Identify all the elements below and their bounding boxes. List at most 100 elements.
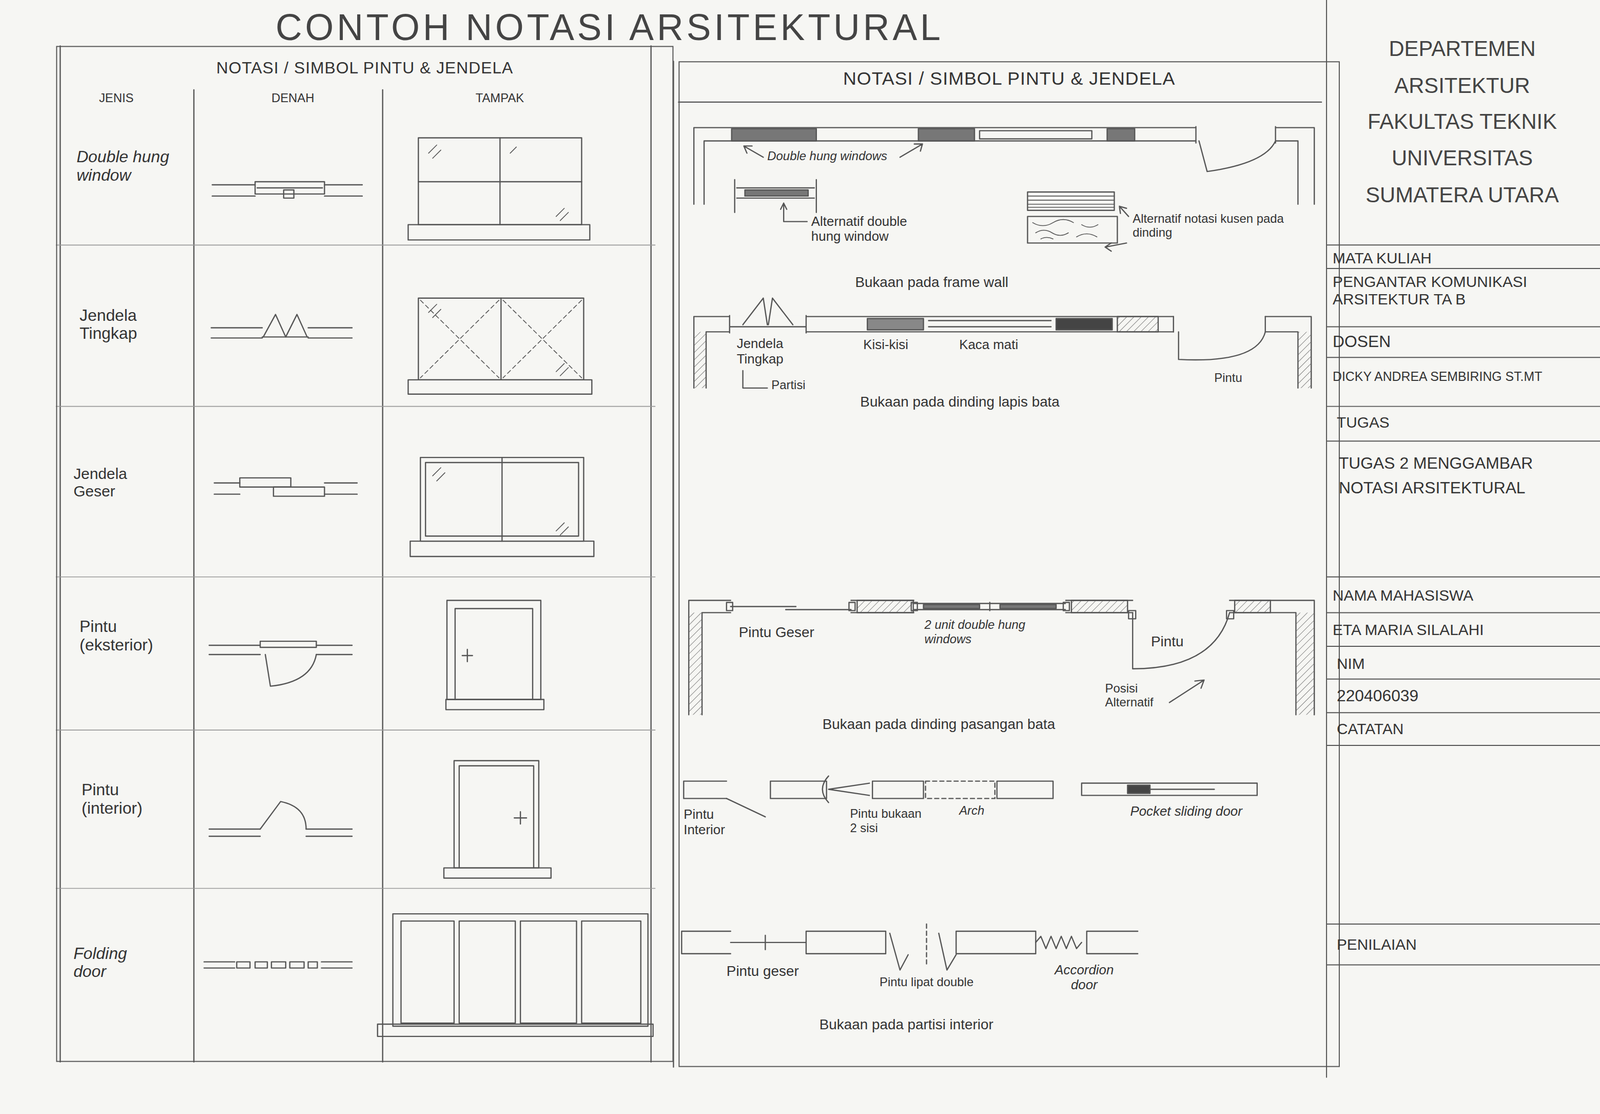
interior-partition-doors-part — [1035, 935, 1082, 949]
plan-symbols-part — [257, 187, 323, 189]
frame-wall-section-part — [1027, 216, 1118, 244]
interior-partition-openings-part — [1149, 788, 1215, 790]
plan-symbols-part — [265, 654, 317, 687]
title-block-field: DOSEN — [1332, 332, 1391, 352]
symbol-label: Partisi — [771, 378, 806, 393]
plan-symbols-part — [260, 640, 317, 648]
type-name: Pintu (interior) — [81, 781, 174, 819]
brick-masonry-wall-section-part — [923, 603, 980, 609]
elevation-symbols-part — [459, 920, 516, 1023]
symbol-label: Pintu lipat double — [879, 975, 974, 990]
title-block-value: TUGAS 2 MENGGAMBAR NOTASI ARSITEKTURAL — [1338, 451, 1594, 500]
type-name: Jendela Tingkap — [79, 306, 162, 344]
plan-symbols-part — [271, 961, 286, 968]
elevation-symbols-part — [418, 298, 584, 380]
frame-wall-section-part — [734, 179, 817, 213]
plan-symbols — [204, 181, 363, 968]
frame-wall-section-part — [1027, 191, 1115, 211]
brick-masonry-wall-section-part — [1234, 600, 1271, 613]
brick-masonry-wall-section-part — [726, 602, 733, 611]
elevation-symbols-part — [446, 600, 541, 700]
sheet-grid-part — [673, 61, 1322, 1067]
plan-symbols-part — [209, 645, 353, 655]
plan-symbols-part — [289, 961, 305, 968]
frame-wall-section-part — [1027, 196, 1115, 208]
brick-layer-wall-section-part — [743, 370, 768, 388]
elevation-symbols-part — [432, 467, 569, 535]
interior-partition-openings-part — [1081, 783, 1258, 796]
sheet-grid-part — [55, 244, 655, 888]
type-name: Pintu (eksterior) — [79, 617, 172, 655]
title-block-field: NAMA MAHASISWA — [1332, 586, 1474, 604]
plan-symbols-part — [283, 189, 295, 199]
elevation-symbols-part — [418, 138, 582, 225]
interior-partition-openings-part — [683, 781, 727, 799]
brick-masonry-wall-section-part — [1071, 600, 1128, 613]
sheet-grid-part — [1326, 0, 1600, 1077]
elevation-symbols-part — [410, 540, 594, 557]
frame-wall-section-part — [745, 189, 809, 197]
brick-layer-wall-section-part — [1297, 331, 1312, 388]
brick-masonry-wall-section-part — [911, 602, 918, 611]
interior-partition-openings-part — [1127, 785, 1150, 794]
interior-partition-doors-part — [925, 923, 927, 965]
symbol-label: Double hung windows — [767, 149, 887, 164]
symbol-label: Pintu — [1150, 632, 1184, 650]
interior-partition-doors-part — [681, 930, 807, 954]
elevation-symbols-part — [462, 649, 473, 662]
symbol-label: 2 unit double hung windows — [924, 618, 1038, 647]
title-block-value: 220406039 — [1336, 687, 1419, 707]
brick-masonry-wall-section — [688, 599, 1315, 715]
institution-name: DEPARTEMEN ARSITEKTUR FAKULTAS TEKNIK UN… — [1344, 30, 1580, 213]
left-notation-panel: NOTASI / SIMBOL PINTU & JENDELA — [55, 46, 674, 1062]
interior-partition-openings-part — [822, 775, 870, 803]
panel-heading: NOTASI / SIMBOL PINTU & JENDELA — [679, 68, 1339, 90]
brick-layer-wall-section-part — [1173, 316, 1266, 360]
symbol-label: Arch — [959, 804, 985, 818]
title-block-field: PENILAIAN — [1336, 934, 1417, 953]
interior-partition-openings-part — [925, 781, 995, 799]
sheet-grid-part — [60, 46, 651, 1062]
symbol-label: Posisi Alternatif — [1105, 681, 1182, 711]
elevation-symbols-part — [514, 811, 527, 824]
plan-symbols-part — [308, 961, 318, 968]
section-caption: Bukaan pada dinding pasangan bata — [822, 715, 1056, 732]
type-name: Jendela Geser — [73, 464, 155, 500]
type-name: Folding door — [73, 944, 155, 982]
symbol-label: Jendela Tingkap — [736, 336, 811, 367]
title-block-value: PENGANTAR KOMUNIKASI ARSITEKTUR TA B — [1332, 272, 1596, 308]
interior-partition-openings-part — [770, 781, 827, 799]
interior-partition-openings-part — [997, 781, 1053, 799]
elevation-symbols-part — [407, 379, 592, 395]
section-caption: Bukaan pada dinding lapis bata — [860, 393, 1060, 410]
brick-masonry-wall-section-part — [1132, 612, 1230, 669]
brick-layer-wall-section-part — [743, 298, 793, 325]
elevation-symbols-part — [455, 608, 533, 699]
plan-symbols-part — [273, 486, 325, 497]
sheet-grid-part — [193, 89, 383, 1062]
elevation-symbols-part — [418, 138, 582, 225]
symbol-label: Accordion door — [1040, 962, 1128, 993]
brick-masonry-wall-section-part — [1295, 612, 1315, 715]
plan-symbols-part — [260, 801, 306, 829]
interior-partition-doors-part — [806, 930, 886, 954]
title-block-value: ETA MARIA SILALAHI — [1332, 620, 1485, 638]
plan-symbols-part — [209, 828, 353, 836]
frame-wall-section — [693, 125, 1315, 252]
type-name: Double hung window — [76, 147, 174, 186]
brick-layer-wall-section-part — [693, 331, 707, 388]
elevation-symbols-part — [400, 920, 454, 1023]
brick-masonry-wall-section-part — [856, 600, 913, 613]
brick-masonry-wall-section-part — [914, 599, 1066, 614]
brick-layer-wall-section-part — [1056, 318, 1112, 330]
elevation-symbols-part — [377, 1023, 654, 1037]
section-caption: Bukaan pada frame wall — [854, 273, 1009, 290]
elevation-symbols-part — [393, 913, 649, 1026]
brick-layer-wall-section — [693, 298, 1312, 388]
elevation-symbols-part — [420, 457, 584, 541]
title-block-field: TUGAS — [1336, 413, 1390, 432]
interior-partition-doors-part — [889, 932, 956, 970]
elevation-symbols-part — [581, 920, 641, 1023]
plan-symbols-part — [255, 961, 268, 968]
